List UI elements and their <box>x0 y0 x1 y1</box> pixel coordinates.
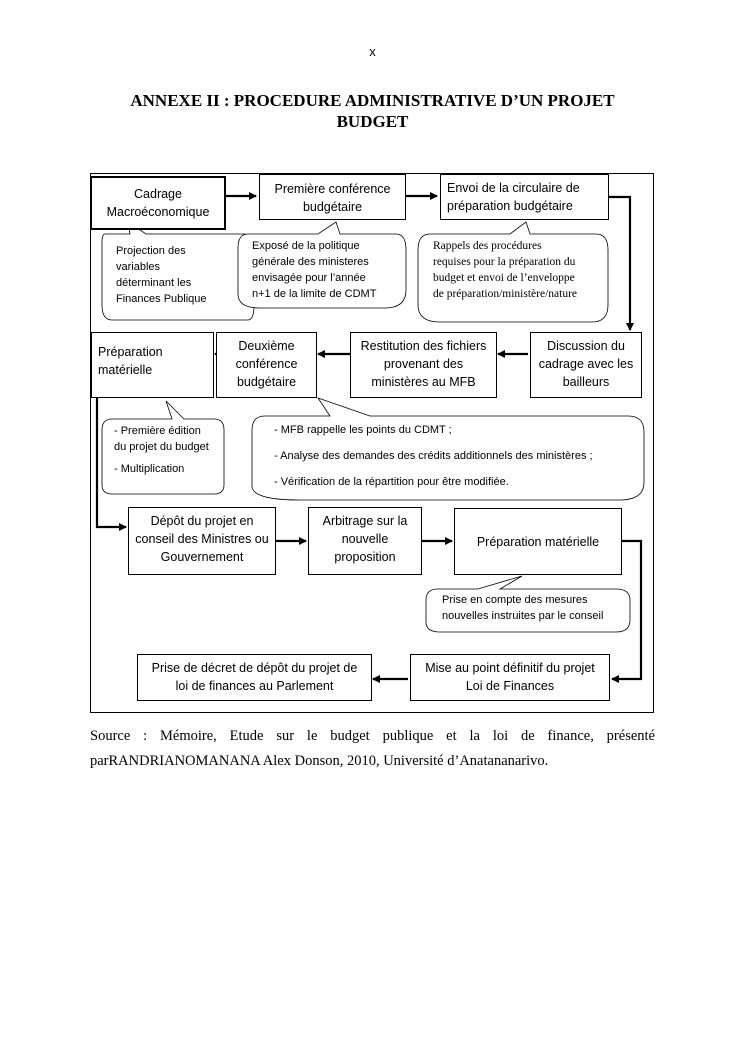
box-envoi-circulaire: Envoi de la circulaire de préparation bu… <box>440 174 609 220</box>
callout-expose-shape <box>237 221 407 309</box>
callout-mfb-line: - Vérification de la répartition pour êt… <box>274 476 509 488</box>
callout-premiere-edition-line: du projet du budget <box>114 441 209 453</box>
box-premiere-conference: Première conférence budgétaire <box>259 174 406 220</box>
callout-rappels-line: de préparation/ministère/nature <box>433 288 578 300</box>
box-envoi-circulaire-label: Envoi de la circulaire de préparation bu… <box>447 181 580 213</box>
callout-mfb-shape <box>251 397 645 501</box>
callout-rappels: Rappels des procédures requises pour la … <box>433 238 577 302</box>
box-discussion-label: Discussion du cadrage avec les bailleurs <box>538 339 634 389</box>
callout-expose-line: n+1 de la limite de CDMT <box>252 288 377 300</box>
callout-rappels-line: requises pour la préparation du <box>433 256 576 268</box>
callout-prise-en-compte-line: nouvelles instruites par le conseil <box>442 610 604 622</box>
callout-premiere-edition-line: - Multiplication <box>114 463 185 475</box>
callout-premiere-edition-line: - Première édition <box>114 425 201 437</box>
box-prise-decret: Prise de décret de dépôt du projet de lo… <box>137 654 372 701</box>
box-arbitrage: Arbitrage sur la nouvelle proposition <box>308 507 422 575</box>
box-mise-au-point-label: Mise au point définitif du projet Loi de… <box>425 661 595 693</box>
source-line-2: parRANDRIANOMANANA Alex Donson, 2010, Un… <box>90 753 549 769</box>
box-depot-projet: Dépôt du projet en conseil des Ministres… <box>128 507 276 575</box>
arrow-preparation-to-depot <box>95 398 127 531</box>
arrow-envoi-to-discussion <box>609 195 634 331</box>
source-citation: Source : Mémoire, Etude sur le budget pu… <box>90 724 655 774</box>
callout-premiere-edition-shape <box>101 400 225 495</box>
box-mise-au-point: Mise au point définitif du projet Loi de… <box>410 654 610 701</box>
callout-projection-line: déterminant les <box>116 277 192 289</box>
box-cadrage-label: Cadrage Macroéconomique <box>106 187 210 219</box>
callout-prise-en-compte: Prise en compte des mesures nouvelles in… <box>442 592 603 624</box>
callout-mfb-line: - Analyse des demandes des crédits addit… <box>274 450 593 462</box>
callout-rappels-line: Rappels des procédures <box>433 240 542 252</box>
callout-projection-line: Finances Publique <box>116 293 207 305</box>
box-deuxieme-conference-label: Deuxième conférence budgétaire <box>235 339 298 389</box>
callout-projection-line: variables <box>116 261 161 273</box>
box-restitution-label: Restitution des fichiers provenant des m… <box>360 339 487 389</box>
callout-premiere-edition: - Première édition du projet du budget -… <box>114 423 209 477</box>
callout-prise-en-compte-shape <box>425 575 631 633</box>
callout-prise-en-compte-line: Prise en compte des mesures <box>442 594 588 606</box>
callout-projection-line: Projection des <box>116 245 186 257</box>
box-premiere-conference-label: Première conférence budgétaire <box>274 182 391 214</box>
box-deuxieme-conference: Deuxième conférence budgétaire <box>216 332 317 398</box>
source-line-1: Source : Mémoire, Etude sur le budget pu… <box>90 728 655 744</box>
box-preparation-materielle: Préparation matérielle <box>91 332 214 398</box>
callout-expose-line: envisagée pour l’année <box>252 272 366 284</box>
box-preparation-materielle-label: Préparation matérielle <box>98 345 163 377</box>
callout-projection: Projection des variables déterminant les… <box>116 243 207 307</box>
box-cadrage-macroeconomique: Cadrage Macroéconomique <box>90 176 226 230</box>
callout-rappels-shape <box>417 221 609 323</box>
callout-mfb: - MFB rappelle les points du CDMT ; - An… <box>274 422 593 490</box>
page-number: x <box>369 44 376 59</box>
callout-mfb-line: - MFB rappelle les points du CDMT ; <box>274 424 452 436</box>
page-title: ANNEXE II : PROCEDURE ADMINISTRATIVE D’U… <box>130 91 615 131</box>
box-depot-label: Dépôt du projet en conseil des Ministres… <box>135 514 269 564</box>
box-prise-decret-label: Prise de décret de dépôt du projet de lo… <box>151 661 358 693</box>
diagram-frame <box>90 173 654 713</box>
callout-expose-line: générale des ministeres <box>252 256 369 268</box>
box-discussion-cadrage: Discussion du cadrage avec les bailleurs <box>530 332 642 398</box>
callout-expose-line: Exposé de la politique <box>252 240 360 252</box>
box-preparation-materielle-2-label: Préparation matérielle <box>476 534 600 549</box>
arrow-preparation2-to-mise <box>611 539 643 683</box>
box-preparation-materielle-2: Préparation matérielle <box>454 508 622 575</box>
box-restitution-fichiers: Restitution des fichiers provenant des m… <box>350 332 497 398</box>
box-arbitrage-label: Arbitrage sur la nouvelle proposition <box>322 514 408 564</box>
callout-expose: Exposé de la politique générale des mini… <box>252 238 376 302</box>
callout-rappels-line: budget et envoi de l’enveloppe <box>433 272 575 284</box>
